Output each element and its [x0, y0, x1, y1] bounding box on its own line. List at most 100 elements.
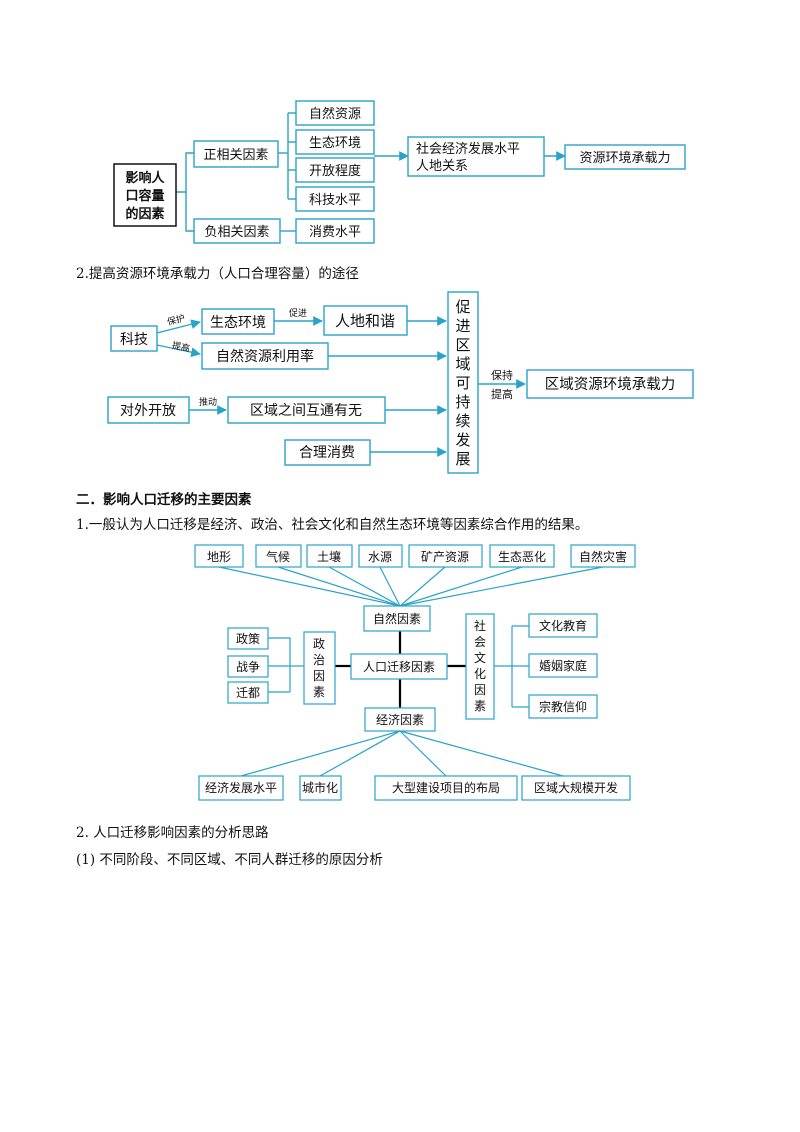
improve-label: 提高	[171, 339, 191, 354]
economic-item-box-development	[198, 775, 284, 801]
natural-item-label: 地形	[207, 550, 231, 564]
tech-label: 科技	[120, 332, 148, 348]
item-box-minerals	[408, 544, 483, 568]
positive-factor-box	[193, 140, 279, 168]
economic-item-box-projects	[374, 775, 518, 801]
center-cross	[335, 631, 466, 708]
political-item-label: 迁都	[236, 686, 260, 700]
factor-box-natural-resources	[295, 100, 375, 126]
resource-use-label: 自然资源利用率	[216, 348, 314, 365]
economic-item-label: 城市化	[302, 780, 338, 795]
social-char: 文	[474, 650, 486, 665]
economic-item-label: 经济发展水平	[205, 780, 277, 795]
political-item-label: 战争	[236, 660, 260, 674]
sustain-char: 可	[455, 374, 470, 392]
drive-label: 推动	[199, 396, 217, 408]
item-box-climate	[255, 544, 302, 568]
factor-natural-resources: 自然资源	[309, 106, 361, 122]
social-char: 素	[474, 699, 486, 713]
sustain-char: 发	[455, 431, 470, 449]
raise-label: 提高	[491, 387, 513, 401]
promote-label: 促进	[289, 307, 307, 319]
economic-item-label: 区域大规模开发	[534, 780, 618, 795]
factor-technology: 科技水平	[309, 193, 361, 208]
center-factor-box	[350, 653, 448, 680]
sustain-char: 持	[455, 393, 470, 411]
political-char: 政	[313, 637, 325, 651]
population-capacity-diagram	[176, 112, 566, 232]
social-char: 化	[474, 667, 486, 681]
exchange-label: 区域之间互通有无	[250, 403, 362, 419]
consume-box	[284, 439, 371, 466]
harmony-label: 人地和谐	[335, 312, 395, 330]
item-box-water	[358, 544, 403, 568]
regional-capacity-label: 区域资源环境承载力	[545, 375, 676, 393]
consume-label: 合理消费	[299, 445, 355, 461]
carrying-capacity-label: 资源环境承载力	[579, 151, 670, 166]
natural-item-label: 矿产资源	[421, 550, 469, 564]
paragraph-2: 2. 人口迁移影响因素的分析思路	[76, 825, 269, 841]
main-factor-line-1: 影响人	[125, 170, 165, 186]
factor-box-ecology	[295, 129, 375, 155]
social-item-label: 宗教信仰	[539, 699, 587, 714]
natural-item-label: 生态恶化	[498, 550, 546, 564]
political-item-box-policy	[227, 627, 269, 650]
sustain-char: 续	[455, 412, 470, 430]
positive-factor-label: 正相关因素	[203, 148, 268, 163]
eco-box	[201, 308, 275, 335]
social-item-label: 婚姻家庭	[539, 658, 587, 673]
political-item-box-capital	[227, 681, 269, 704]
social-item-label: 文化教育	[539, 618, 587, 633]
sustain-char: 促	[455, 298, 470, 316]
political-item-label: 政策	[236, 632, 260, 646]
paragraph-3: (1) 不同阶段、不同区域、不同人群迁移的原因分析	[76, 852, 383, 868]
natural-item-label: 水源	[368, 550, 392, 564]
economic-factor-label: 经济因素	[376, 712, 424, 727]
open-box	[107, 396, 190, 424]
political-char: 治	[313, 653, 325, 667]
sustain-char: 区	[455, 336, 470, 354]
tech-box	[110, 325, 158, 352]
keep-label: 保持	[491, 368, 513, 382]
economic-item-box-urbanization	[299, 775, 342, 801]
social-item-box-marriage	[528, 653, 598, 678]
economic-factor-box	[364, 707, 436, 732]
sustain-text: 促 进 区 域 可 持 续 发 展	[455, 298, 470, 468]
main-factor-line-3: 的因素	[125, 206, 164, 222]
social-char: 因	[474, 683, 486, 697]
paragraph-1: 1.一般认为人口迁移是经济、政治、社会文化和自然生态环境等因素综合作用的结果。	[76, 517, 589, 533]
natural-factor-box	[363, 605, 431, 632]
negative-factor-label: 负相关因素	[204, 225, 269, 240]
political-char: 素	[313, 685, 325, 699]
open-label: 对外开放	[120, 403, 176, 419]
factor-ecology: 生态环境	[309, 136, 361, 151]
factor-box-openness	[295, 157, 375, 183]
middle-box	[407, 136, 545, 177]
factor-openness: 开放程度	[309, 163, 361, 179]
sustain-char: 域	[455, 355, 470, 373]
sustain-char: 进	[455, 317, 470, 335]
natural-item-label: 气候	[266, 549, 290, 564]
middle-line-2: 人地关系	[416, 159, 468, 174]
economic-item-label: 大型建设项目的布局	[392, 780, 500, 795]
economic-item-box-development-region	[521, 775, 631, 801]
harmony-box	[323, 305, 408, 336]
eco-label: 生态环境	[210, 315, 266, 331]
item-box-eco-degradation	[489, 544, 555, 568]
political-item-box-war	[227, 655, 269, 678]
item-box-soil	[306, 544, 353, 568]
item-box-disaster	[570, 544, 636, 568]
section-title: 二．影响人口迁移的主要因素	[76, 492, 252, 508]
sustain-char: 展	[455, 450, 470, 468]
consumption-label: 消费水平	[309, 225, 361, 240]
social-item-box-education	[528, 613, 598, 638]
social-char: 社	[474, 618, 486, 633]
carrying-capacity-box	[564, 144, 686, 170]
center-factor-label: 人口迁移因素	[363, 660, 435, 674]
factor-box-technology	[295, 186, 375, 212]
sustain-box	[447, 291, 479, 474]
natural-item-label: 土壤	[317, 549, 341, 564]
political-factor-box	[303, 631, 336, 705]
